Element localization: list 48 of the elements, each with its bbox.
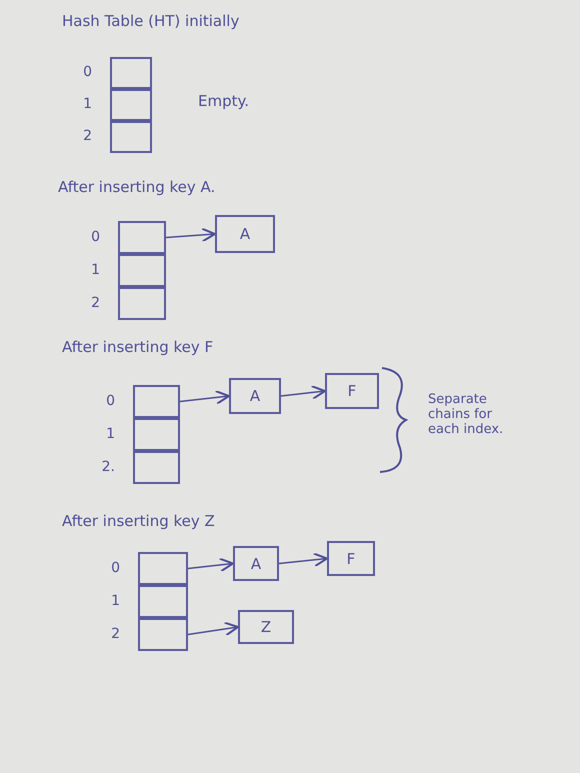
table-slot (110, 121, 152, 153)
slot-index: 0 (91, 228, 100, 244)
arrow (180, 390, 230, 405)
table-slot (138, 618, 188, 651)
table-slot (118, 221, 166, 254)
table-slot (110, 57, 152, 89)
slot-index: 1 (91, 262, 100, 278)
table-slot (138, 585, 188, 618)
slot-index: 2 (83, 128, 92, 144)
table-slot (133, 385, 180, 418)
slot-index: 2. (102, 458, 115, 474)
list-node-box (238, 610, 294, 644)
node-key: Z (260, 618, 272, 636)
table-slot (133, 418, 180, 451)
arrow (188, 622, 240, 636)
slot-index: 1 (83, 96, 92, 112)
table-slot (110, 89, 152, 121)
slot-index: 1 (106, 426, 115, 442)
node-key: F (346, 550, 356, 568)
node-key: A (250, 387, 260, 405)
slot-index: 1 (111, 592, 120, 608)
list-node-box (233, 546, 279, 581)
node-key: A (240, 225, 250, 243)
arrow (280, 385, 326, 400)
slot-index: 2 (111, 626, 120, 642)
section-heading: Hash Table (HT) initially (62, 12, 240, 30)
list-node-box (325, 373, 379, 409)
section-heading: After inserting key A. (58, 178, 216, 196)
list-node-box (327, 541, 375, 576)
list-node-box (229, 378, 281, 414)
slot-index: 0 (111, 560, 120, 576)
table-slot (118, 287, 166, 320)
table-slot (138, 552, 188, 585)
section-heading: After inserting key Z (62, 512, 215, 530)
node-key: F (348, 382, 356, 400)
table-slot (133, 451, 180, 484)
slot-index: 0 (83, 64, 92, 80)
slot-index: 0 (106, 392, 115, 408)
arrow (278, 552, 328, 568)
slot-index: 2 (91, 294, 100, 310)
arrow (166, 228, 216, 242)
note-text: Empty. (198, 92, 249, 110)
section-heading: After inserting key F (62, 338, 214, 356)
table-slot (118, 254, 166, 287)
list-node-box (215, 215, 275, 253)
node-key: A (250, 554, 262, 572)
note-text: Separate chains for each index. (428, 392, 504, 437)
arrow (188, 558, 234, 572)
